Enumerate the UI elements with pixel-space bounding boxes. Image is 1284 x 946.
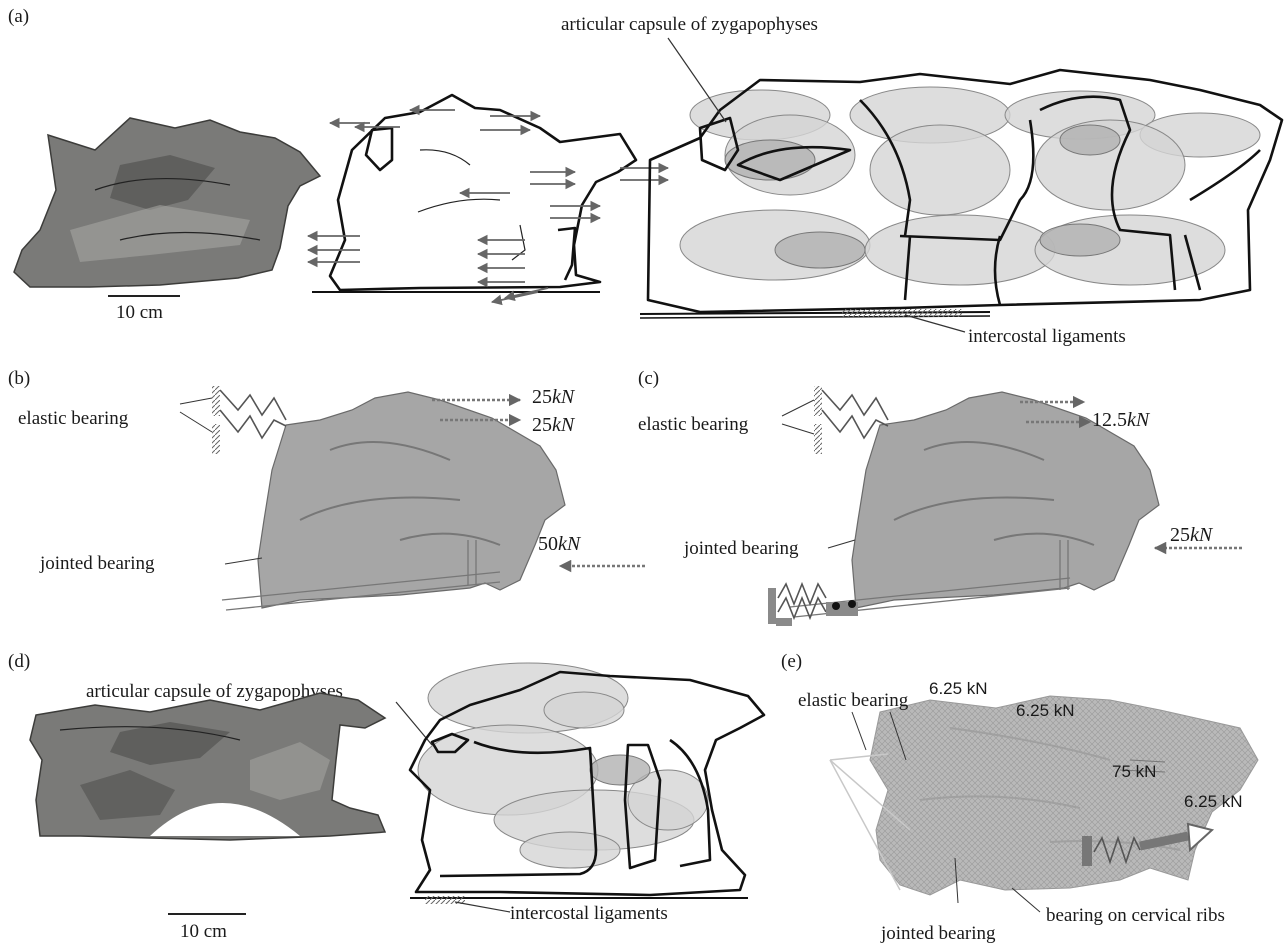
elastic-label-e: elastic bearing xyxy=(798,690,909,711)
fossil-photo-a xyxy=(14,118,320,287)
force-label-c1: 12.5kN xyxy=(1092,409,1151,431)
elastic-label-c: elastic bearing xyxy=(638,414,749,435)
panel-b-label: (b) xyxy=(8,368,30,389)
force-label-b2: 25kN xyxy=(532,414,576,436)
panel-b: (b) elastic bearing 25kN 25kN 50kN joint… xyxy=(8,368,645,610)
force-label-e3: 75 kN xyxy=(1112,762,1156,781)
ligament-leader-a xyxy=(905,315,965,332)
panel-c-label: (c) xyxy=(638,368,659,389)
force-label-e2: 6.25 kN xyxy=(1016,701,1075,720)
panel-e: (e) elastic bearing 6.25 kN 6.25 kN 75 k… xyxy=(781,651,1258,944)
jointed-label-c: jointed bearing xyxy=(683,538,799,559)
elastic-spring-b xyxy=(220,390,286,438)
ligament-label-a: intercostal ligaments xyxy=(968,326,1126,347)
capsule-label-a: articular capsule of zygapophyses xyxy=(561,14,818,35)
rib-leader-e xyxy=(1012,888,1040,912)
panel-d: (d) articular capsule of zygapophyses 10… xyxy=(8,651,764,942)
scale-bar-a-label: 10 cm xyxy=(116,302,163,323)
jointed-label-b: jointed bearing xyxy=(39,553,155,574)
elastic-label-b: elastic bearing xyxy=(18,408,129,429)
scale-bar-d-label: 10 cm xyxy=(180,921,227,942)
vertebral-series-a xyxy=(640,70,1282,318)
rib-label-e: bearing on cervical ribs xyxy=(1046,905,1225,926)
vertebra-model-b xyxy=(258,392,565,608)
panel-c: (c) elastic bearing 12.5kN 25kN jointed … xyxy=(638,368,1242,626)
panel-a: (a) 10 cm xyxy=(8,6,1282,347)
vertebra-outline-d xyxy=(410,663,764,904)
panel-e-label: (e) xyxy=(781,651,802,672)
force-label-e1: 6.25 kN xyxy=(929,679,988,698)
force-label-c2: 25kN xyxy=(1170,524,1214,546)
panel-a-label: (a) xyxy=(8,6,29,27)
jointed-label-e: jointed bearing xyxy=(880,923,996,944)
force-label-b1: 25kN xyxy=(532,386,576,408)
panel-d-label: (d) xyxy=(8,651,30,672)
ligament-label-d: intercostal ligaments xyxy=(510,903,668,924)
ligament-leader-d xyxy=(455,902,510,912)
force-label-b3: 50kN xyxy=(538,533,582,555)
force-label-e4: 6.25 kN xyxy=(1184,792,1243,811)
fossil-photo-d xyxy=(30,693,385,840)
